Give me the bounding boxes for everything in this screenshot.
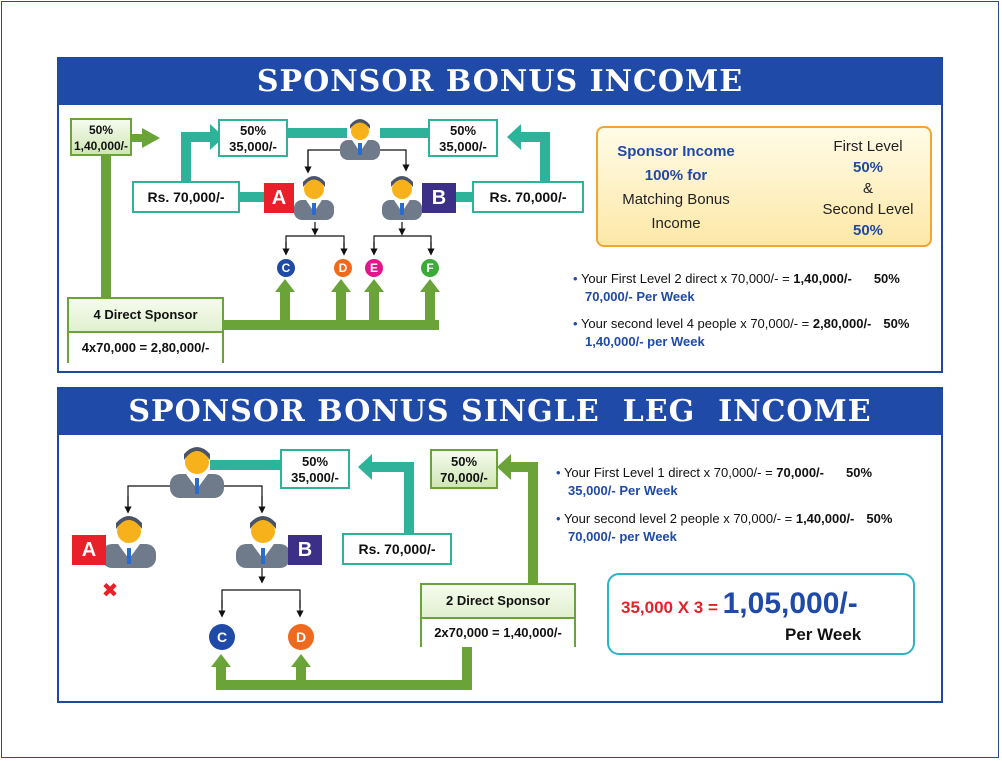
per-week-label: Per Week	[785, 625, 862, 644]
bonus-box-right: 50% 35,000/-	[428, 119, 498, 157]
total-line: 35,000 X 3 = 1,05,000/-	[621, 587, 858, 620]
bottom-level-bonus-box: 50% 70,000/-	[430, 449, 498, 489]
bullet-second-level: • Your second level 4 people x 70,000/- …	[573, 316, 910, 349]
person-icon	[340, 119, 380, 160]
info-right: First Level 50% & Second Level 50%	[822, 138, 914, 239]
node-f: F	[421, 259, 439, 277]
person-icon	[170, 447, 224, 498]
person-icon	[294, 176, 334, 220]
bullet-second-level: • Your second level 2 people x 70,000/- …	[556, 511, 893, 544]
weekly-total-box: 35,000 X 3 = 1,05,000/- Per Week	[607, 573, 915, 655]
sponsor-income-info: Sponsor Income 100% for Matching Bonus I…	[596, 126, 932, 247]
bullet-first-level: • Your First Level 1 direct x 70,000/- =…	[556, 465, 873, 498]
direct-sponsor-box: 4 Direct Sponsor 4x70,000 = 2,80,000/-	[67, 297, 224, 363]
info-left: Sponsor Income 100% for Matching Bonus I…	[617, 143, 735, 232]
direct-sponsor-box: 2 Direct Sponsor 2x70,000 = 1,40,000/-	[420, 583, 576, 647]
node-e: E	[365, 259, 383, 277]
leg-b-amount: Rs. 70,000/-	[472, 181, 584, 213]
node-c: C	[277, 259, 295, 277]
person-icon	[236, 516, 290, 568]
panel-title: SPONSOR BONUS SINGLE LEG INCOME	[59, 389, 941, 435]
leg-a-badge: A	[72, 535, 106, 565]
leg-a-badge: A	[264, 183, 294, 213]
node-d: D	[288, 624, 314, 650]
bonus-box-left: 50% 35,000/-	[218, 119, 288, 157]
person-icon	[382, 176, 422, 220]
node-c: C	[209, 624, 235, 650]
cross-icon: ✖	[101, 580, 119, 602]
person-icon	[102, 516, 156, 568]
leg-a-amount: Rs. 70,000/-	[132, 181, 240, 213]
node-d: D	[334, 259, 352, 277]
panel-title: SPONSOR BONUS INCOME	[59, 59, 941, 105]
leg-b-badge: B	[422, 183, 456, 213]
level-one-bonus-box: 50% 1,40,000/-	[70, 118, 132, 156]
bullet-first-level: • Your First Level 2 direct x 70,000/- =…	[573, 271, 900, 304]
bottom-bonus-box: 50% 35,000/-	[280, 449, 350, 489]
leg-b-badge: B	[288, 535, 322, 565]
leg-b-amount: Rs. 70,000/-	[342, 533, 452, 565]
